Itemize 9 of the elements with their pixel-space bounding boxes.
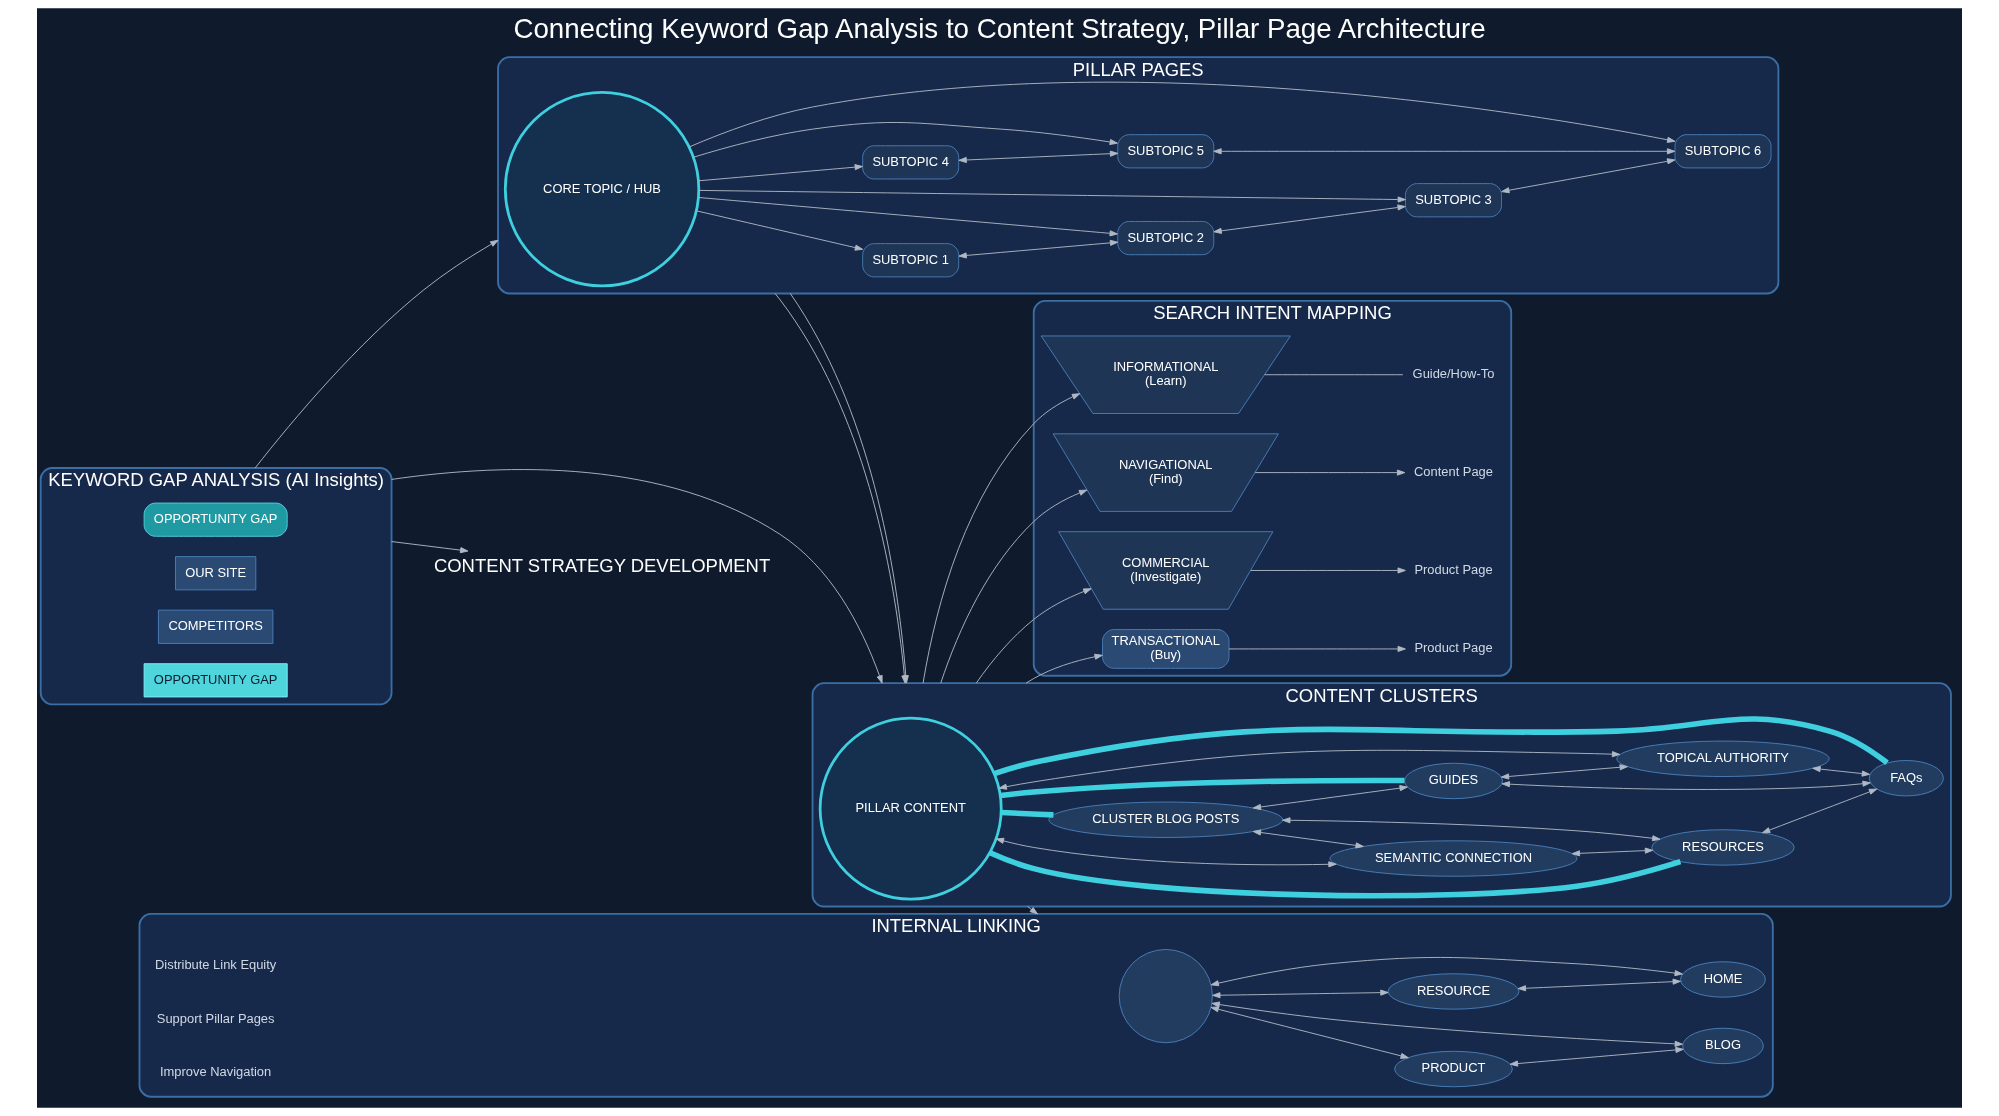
node-text: Content Page: [1414, 464, 1493, 480]
node-text: Product Page: [1414, 640, 1493, 656]
node-text: Support Pillar Pages: [156, 1010, 275, 1026]
node-text: CONTENT STRATEGY DEVELOPMENT: [433, 555, 771, 577]
diagram-title: Connecting Keyword Gap Analysis to Content Strategy, Pillar Page Architecture: [513, 12, 1486, 44]
node-text: Product Page: [1414, 561, 1493, 577]
node-text: Distribute Link Equity: [155, 957, 277, 973]
node-text: Guide/How-To: [1412, 366, 1495, 382]
node-text: Improve Navigation: [160, 1064, 272, 1080]
